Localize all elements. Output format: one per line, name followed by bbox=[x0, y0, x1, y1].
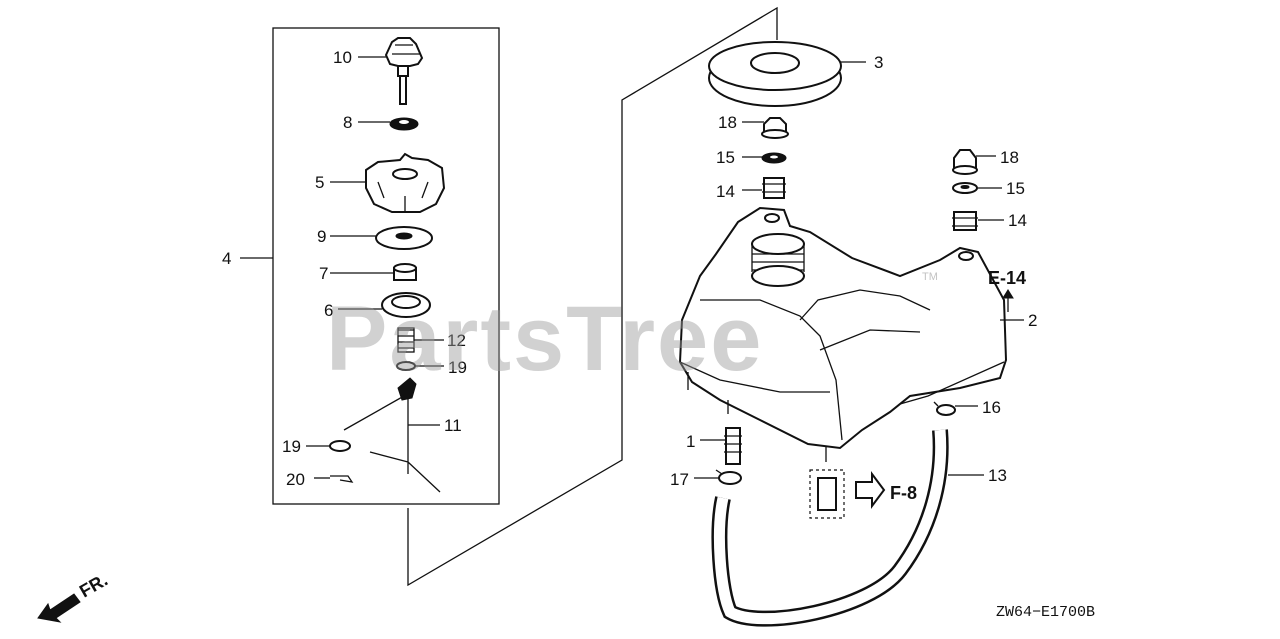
callout-13[interactable]: 13 bbox=[988, 466, 1007, 485]
part-14-grommet-right[interactable] bbox=[952, 211, 978, 231]
part-13-fuel-hose[interactable] bbox=[711, 429, 949, 627]
callout-18-left[interactable]: 18 bbox=[718, 113, 737, 132]
callout-3[interactable]: 3 bbox=[874, 53, 883, 72]
callout-20[interactable]: 20 bbox=[286, 470, 305, 489]
callout-5[interactable]: 5 bbox=[315, 173, 324, 192]
callout-4[interactable]: 4 bbox=[222, 249, 231, 268]
callout-1[interactable]: 1 bbox=[686, 432, 695, 451]
e14-reference-arrow bbox=[1002, 289, 1014, 312]
part-11-level-gauge[interactable] bbox=[343, 377, 441, 493]
part-1-fitting[interactable] bbox=[724, 427, 742, 465]
callout-15-right[interactable]: 15 bbox=[1006, 179, 1025, 198]
callout-9[interactable]: 9 bbox=[317, 227, 326, 246]
part-8-washer[interactable] bbox=[389, 117, 419, 131]
callout-19-lower[interactable]: 19 bbox=[282, 437, 301, 456]
part-18-cap-nut-left[interactable] bbox=[761, 117, 789, 139]
callout-14-left[interactable]: 14 bbox=[716, 182, 735, 201]
callout-7[interactable]: 7 bbox=[319, 264, 328, 283]
callout-labels: 10 8 5 4 9 7 6 12 19 11 19 20 3 18 15 14… bbox=[222, 48, 1037, 489]
callout-18-right[interactable]: 18 bbox=[1000, 148, 1019, 167]
part-16-clamp[interactable] bbox=[933, 401, 956, 416]
diagram-code: ZW64−E1700B bbox=[996, 604, 1095, 621]
front-direction-indicator: FR. bbox=[37, 570, 111, 623]
cap-assembly-box bbox=[272, 6, 778, 587]
part-18-cap-nut-right[interactable] bbox=[952, 149, 978, 175]
callout-19-upper[interactable]: 19 bbox=[448, 358, 467, 377]
leader-lines bbox=[240, 56, 1024, 479]
part-7-bushing[interactable] bbox=[393, 263, 417, 281]
callout-6[interactable]: 6 bbox=[324, 301, 333, 320]
watermark: PartsTree bbox=[326, 288, 763, 390]
ref-f8[interactable]: F-8 bbox=[890, 483, 917, 503]
part-15-washer-right[interactable] bbox=[952, 182, 978, 194]
callout-15-left[interactable]: 15 bbox=[716, 148, 735, 167]
ref-e14[interactable]: E-14 bbox=[988, 268, 1026, 288]
callout-10[interactable]: 10 bbox=[333, 48, 352, 67]
callout-16[interactable]: 16 bbox=[982, 398, 1001, 417]
part-17-clamp[interactable] bbox=[715, 469, 742, 485]
f8-reference-detail bbox=[809, 469, 886, 519]
part-14-grommet-left[interactable] bbox=[762, 177, 786, 199]
part-15-washer-left[interactable] bbox=[761, 152, 787, 164]
callout-12[interactable]: 12 bbox=[447, 331, 466, 350]
part-9-gasket[interactable] bbox=[375, 226, 433, 250]
callout-14-right[interactable]: 14 bbox=[1008, 211, 1027, 230]
callout-17[interactable]: 17 bbox=[670, 470, 689, 489]
part-2-fuel-tank[interactable] bbox=[678, 206, 1008, 462]
watermark-trademark: TM bbox=[922, 271, 938, 283]
callout-11[interactable]: 11 bbox=[444, 416, 462, 435]
direction-label: FR. bbox=[76, 570, 111, 602]
part-6-seal-ring[interactable] bbox=[381, 292, 431, 318]
part-20-clip[interactable] bbox=[330, 475, 354, 483]
part-3-tank-cover[interactable] bbox=[708, 41, 842, 107]
part-5-fuel-cap[interactable] bbox=[365, 152, 446, 213]
callout-2[interactable]: 2 bbox=[1028, 311, 1037, 330]
part-19-washer-lower[interactable] bbox=[329, 440, 351, 452]
callout-8[interactable]: 8 bbox=[343, 113, 352, 132]
part-10-knob[interactable] bbox=[384, 37, 424, 105]
